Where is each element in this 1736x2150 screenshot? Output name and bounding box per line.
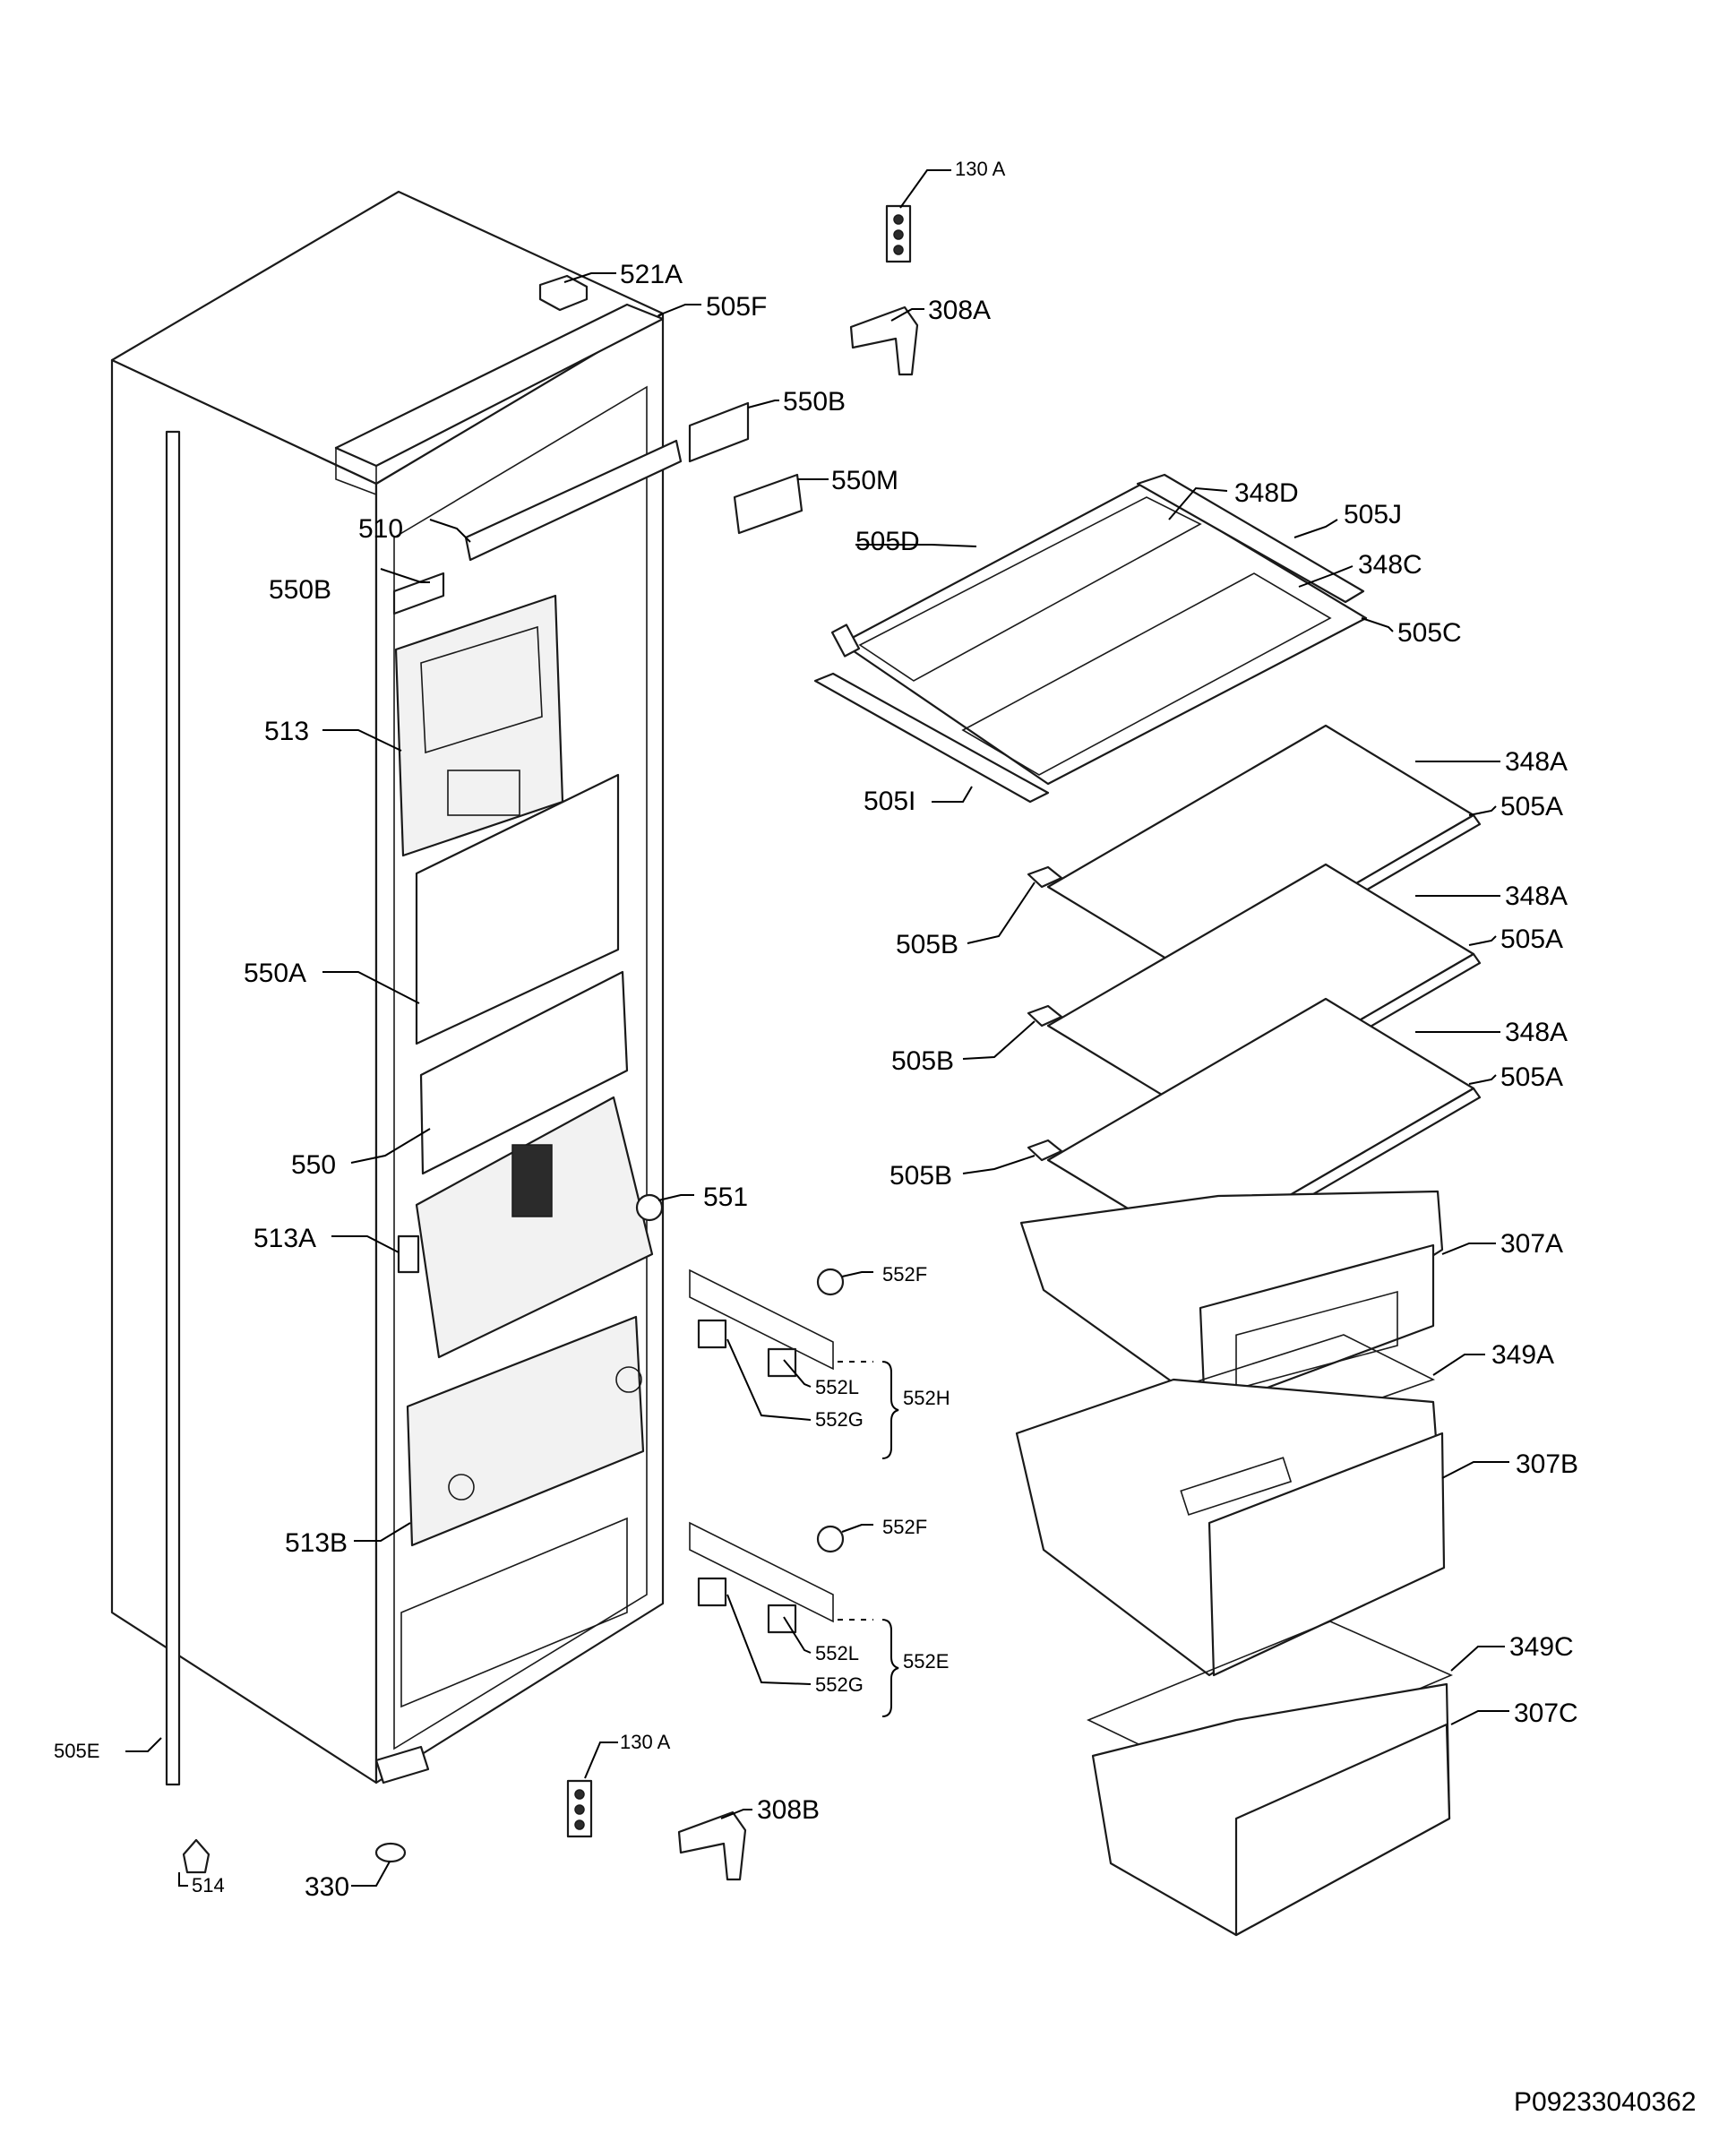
label-521A: 521A xyxy=(620,260,683,289)
crisper-drawer-307C xyxy=(1091,1682,1451,1937)
label-308B: 308B xyxy=(757,1795,820,1825)
rail-510 xyxy=(464,439,683,562)
label-349A: 349A xyxy=(1491,1340,1554,1370)
label-505E: 505E xyxy=(54,1740,99,1762)
label-348A-2: 348A xyxy=(1505,882,1568,911)
label-505B-3: 505B xyxy=(889,1161,952,1191)
label-505B-1: 505B xyxy=(896,930,958,959)
air-duct-513B xyxy=(406,1315,645,1547)
front-trim-505I xyxy=(813,672,1050,804)
side-trim-505B-3 xyxy=(1027,1139,1063,1162)
label-552F-2: 552F xyxy=(882,1516,927,1538)
label-130A-top: 130 A xyxy=(955,158,1006,180)
label-550: 550 xyxy=(291,1150,336,1180)
label-505C: 505C xyxy=(1397,618,1462,648)
label-348D: 348D xyxy=(1234,478,1299,508)
label-308A: 308A xyxy=(928,296,991,325)
label-513A: 513A xyxy=(254,1224,316,1253)
knob-552F-1 xyxy=(816,1268,845,1296)
label-550B-left: 550B xyxy=(269,575,331,605)
side-trim-505B-2 xyxy=(1027,1004,1063,1028)
clip-552L-1 xyxy=(767,1347,797,1378)
hinge-plate-130A-top xyxy=(885,204,912,263)
label-552G-2: 552G xyxy=(815,1673,864,1696)
label-307B: 307B xyxy=(1516,1449,1578,1479)
label-550A: 550A xyxy=(244,959,306,988)
rail-505J xyxy=(1136,473,1365,604)
label-552F-1: 552F xyxy=(882,1263,927,1286)
label-550M: 550M xyxy=(831,466,898,495)
label-505D: 505D xyxy=(855,527,920,556)
label-505I: 505I xyxy=(864,787,915,816)
label-330: 330 xyxy=(305,1872,349,1902)
label-552L-2: 552L xyxy=(815,1642,859,1664)
knob-552F-2 xyxy=(816,1525,845,1553)
label-552G-1: 552G xyxy=(815,1408,864,1431)
cover-550 xyxy=(419,970,629,1175)
label-514: 514 xyxy=(192,1874,225,1896)
plate-550B-top xyxy=(688,401,750,463)
lamp-551 xyxy=(635,1193,664,1222)
leader-lines xyxy=(125,169,1509,1887)
refrigerator-cabinet xyxy=(110,190,683,1786)
spacer-330 xyxy=(374,1842,407,1863)
label-510: 510 xyxy=(358,514,403,544)
plate-550B-left xyxy=(392,572,445,615)
label-505A-1: 505A xyxy=(1500,792,1563,821)
label-505B-2: 505B xyxy=(891,1046,954,1076)
label-505J: 505J xyxy=(1344,500,1402,529)
label-348C: 348C xyxy=(1358,550,1422,580)
label-348A-1: 348A xyxy=(1505,747,1568,777)
crisper-drawer-307B xyxy=(1015,1378,1446,1677)
rail-552E xyxy=(689,1521,834,1623)
document-id: P09233040362 xyxy=(1514,2087,1697,2117)
label-552L-1: 552L xyxy=(815,1376,859,1398)
hinge-308B xyxy=(677,1810,747,1881)
clip-552G-1 xyxy=(697,1319,727,1349)
hinge-308A xyxy=(849,305,919,376)
bracket-552H xyxy=(881,1361,899,1459)
label-505A-2: 505A xyxy=(1500,924,1563,954)
label-307A: 307A xyxy=(1500,1229,1563,1259)
label-130A-bottom: 130 A xyxy=(620,1731,671,1753)
label-348A-3: 348A xyxy=(1505,1018,1568,1047)
label-349C: 349C xyxy=(1509,1632,1574,1662)
rail-552H xyxy=(689,1268,834,1371)
label-552E: 552E xyxy=(903,1650,949,1673)
label-505A-3: 505A xyxy=(1500,1062,1563,1092)
hinge-cap-521A xyxy=(538,274,589,312)
label-513: 513 xyxy=(264,717,309,746)
label-550B-top: 550B xyxy=(783,387,846,417)
label-552H: 552H xyxy=(903,1387,950,1409)
label-551: 551 xyxy=(703,1182,748,1212)
crisper-drawer-307A xyxy=(1019,1190,1444,1413)
label-513B: 513B xyxy=(285,1528,348,1558)
foot-514 xyxy=(182,1838,211,1874)
rail-505D xyxy=(830,624,861,658)
split-shelf-assembly xyxy=(813,473,1368,804)
evaporator-cover-513A xyxy=(397,1096,654,1359)
clip-552G-2 xyxy=(697,1577,727,1607)
label-505F: 505F xyxy=(706,292,767,322)
label-307C: 307C xyxy=(1514,1698,1578,1728)
bracket-552E xyxy=(881,1619,899,1717)
part-labels: 130 A 308A 521A 505F 550B 550M 510 550B … xyxy=(54,158,1578,1902)
plate-550M xyxy=(733,473,804,535)
hinge-plate-130A-bottom xyxy=(566,1779,593,1838)
cover-550A xyxy=(415,773,620,1045)
door-seal-505E xyxy=(165,430,181,1786)
side-trim-505B-1 xyxy=(1027,865,1063,889)
